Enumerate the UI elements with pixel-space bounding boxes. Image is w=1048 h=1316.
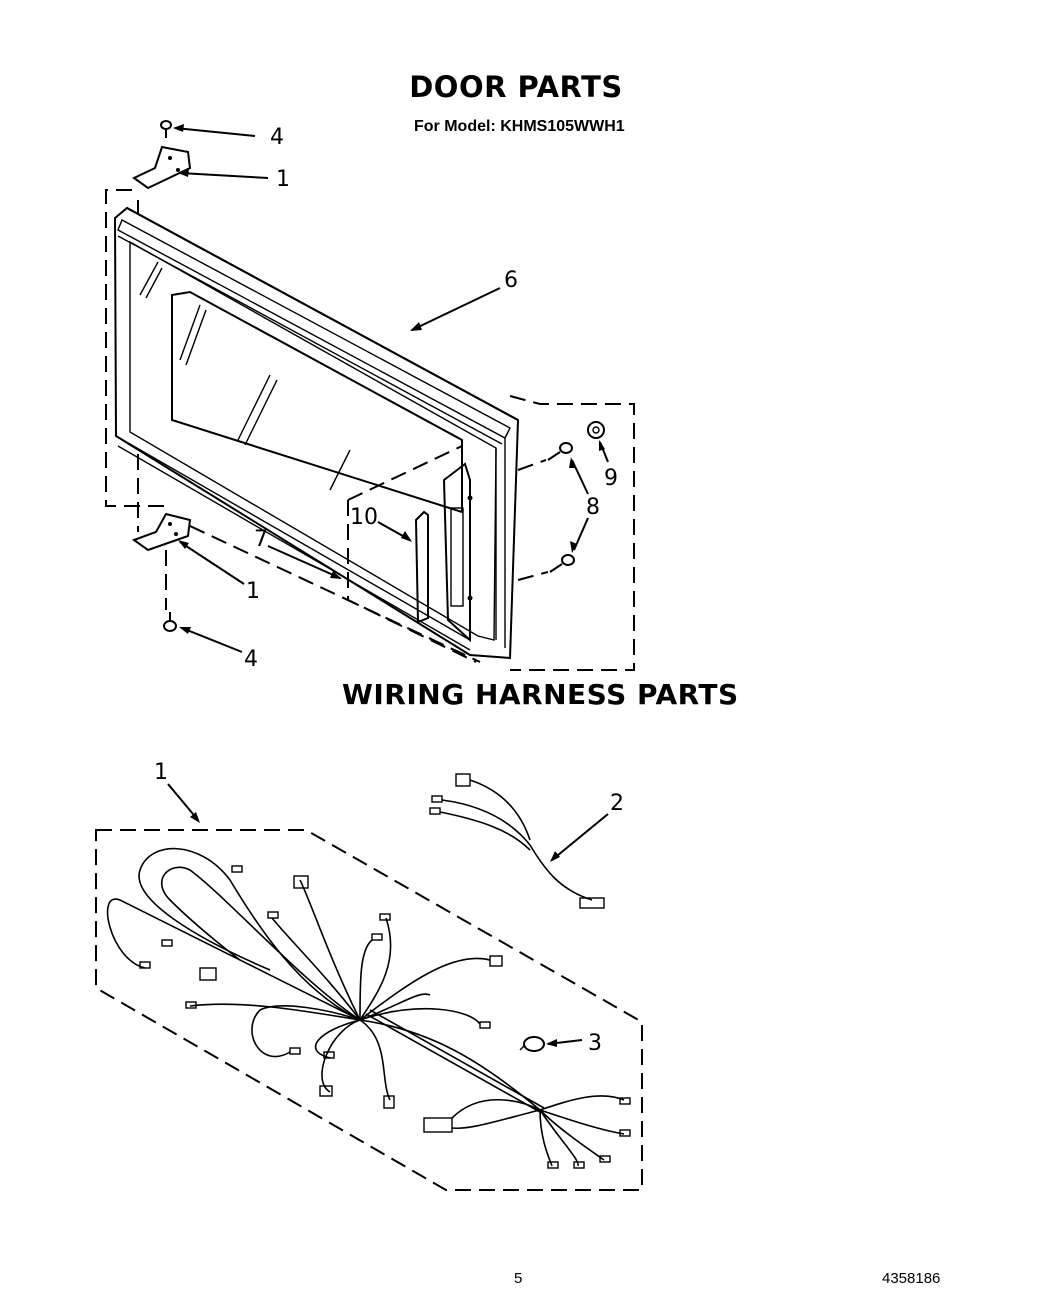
top-hinge-part: [132, 145, 192, 190]
latch-screw-lower-part: [549, 554, 575, 573]
leader-bottom-hinge: [179, 541, 245, 585]
callout-nut: 9: [604, 466, 618, 491]
leader-top-screw: [174, 127, 256, 137]
door-assembly-part: [113, 206, 520, 660]
callout-main-harness: 1: [154, 760, 168, 785]
callout-thermal-fuse: 3: [588, 1031, 602, 1056]
leader-main-harness: [167, 783, 199, 821]
leader-latch-screw-upper: [571, 459, 589, 495]
document-number: 4358186: [882, 1270, 941, 1287]
wiring-harness-diagram: 1 2 3: [95, 760, 643, 1191]
callout-sub-harness: 2: [610, 791, 624, 816]
thermal-fuse-part: [519, 1036, 545, 1052]
door-dashed-box: [509, 395, 635, 671]
hinge-dashed-bracket: [105, 189, 164, 507]
bottom-hinge-part: [131, 512, 192, 552]
page-number: 5: [514, 1270, 523, 1287]
callout-handle: 10: [350, 505, 378, 530]
wiring-harness-parts-title: WIRING HARNESS PARTS: [342, 678, 739, 711]
model-line: For Model: KHMS105WWH1: [414, 118, 625, 135]
callout-bottom-hinge: 1: [246, 579, 260, 604]
door-parts-title: DOOR PARTS: [409, 70, 623, 104]
sub-harness-part: [429, 773, 605, 909]
nut-part: [587, 421, 605, 439]
leader-bottom-screw: [181, 627, 243, 653]
callout-top-screw: 4: [270, 125, 284, 150]
top-screw-part: [160, 120, 172, 138]
handle-part: [414, 510, 429, 624]
callout-top-hinge: 1: [276, 167, 290, 192]
callout-latch-screws: 8: [586, 495, 600, 520]
leader-top-hinge: [179, 172, 269, 179]
leader-sub-harness: [551, 813, 609, 861]
latch-plate-part: [442, 462, 473, 643]
main-harness-part: [106, 847, 631, 1169]
bottom-screw-part: [163, 612, 177, 632]
callout-choke: 7: [254, 527, 268, 552]
leader-choke: [267, 545, 341, 579]
door-parts-diagram: 4 1 6 9 8 10 7 1 4: [105, 120, 635, 672]
callout-door-assembly: 6: [504, 268, 518, 293]
latch-dashed-box: [347, 445, 477, 663]
leader-door-assembly: [411, 287, 501, 331]
latch-screw-upper-part: [547, 442, 573, 461]
callout-bottom-screw: 4: [244, 647, 258, 672]
